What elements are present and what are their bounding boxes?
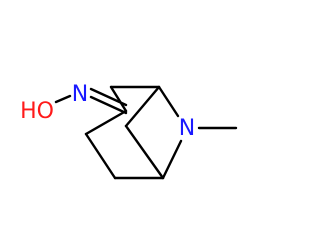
bond-c1-c7 xyxy=(124,85,161,128)
oxime-nitrogen-label: N xyxy=(72,82,88,107)
bond-c1-n8 xyxy=(157,85,180,118)
bond-c4-c5 xyxy=(84,132,117,180)
bond-c6-n8 xyxy=(161,139,183,180)
bond-c-n-double-b xyxy=(89,95,128,115)
molecule-structure: N HO N xyxy=(20,82,238,180)
bond-o-n xyxy=(54,94,72,104)
hydroxyl-label: HO xyxy=(20,99,54,124)
bond-c3-c4 xyxy=(84,109,128,136)
bond-c3-c2 xyxy=(109,85,128,113)
bond-c7-c6 xyxy=(124,124,165,180)
ring-nitrogen-label: N xyxy=(179,116,195,141)
